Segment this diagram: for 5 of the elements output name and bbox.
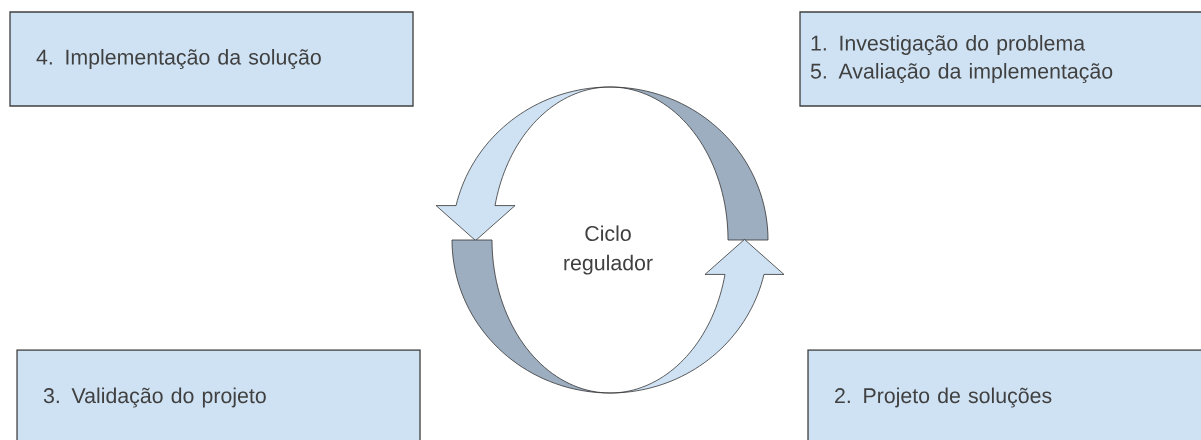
step-box: 2. Projeto de soluções [807, 349, 1201, 440]
cycle-label: Ciclo regulador [564, 225, 653, 275]
step-box: 1. Investigação do problema 5. Avaliação da implementação [799, 11, 1201, 107]
step-box: 4. Implementação da solução [9, 11, 414, 107]
step-box: 3. Validação do projeto [16, 349, 421, 440]
